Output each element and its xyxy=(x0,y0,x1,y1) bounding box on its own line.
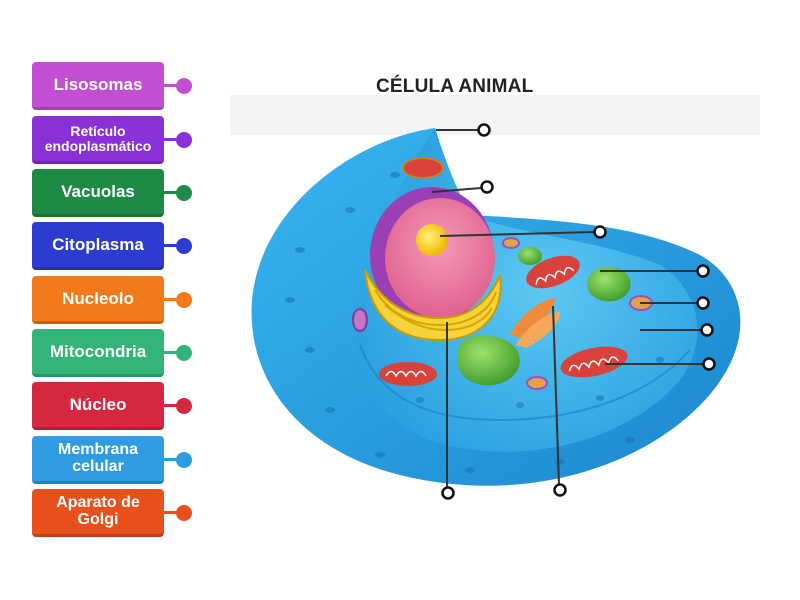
mitochondrion xyxy=(379,362,437,386)
drop-target[interactable] xyxy=(477,123,491,137)
surface-dots xyxy=(285,172,664,473)
endoplasmic-reticulum xyxy=(364,269,502,342)
drag-knob[interactable] xyxy=(176,238,192,254)
label-text: Aparato de Golgi xyxy=(56,493,140,528)
mitochondrion xyxy=(560,346,628,378)
label-text: Vacuolas xyxy=(61,181,135,201)
drop-target[interactable] xyxy=(696,296,710,310)
er-fold xyxy=(374,289,497,327)
nucleolus xyxy=(416,224,448,256)
tile-connector xyxy=(164,298,178,301)
tile-connector xyxy=(164,84,178,87)
label-text: Lisosomas xyxy=(53,74,143,94)
label-tile-nucleo[interactable]: Núcleo xyxy=(32,382,164,430)
drag-knob[interactable] xyxy=(176,78,192,94)
diagram-title: CÉLULA ANIMAL xyxy=(376,76,534,97)
golgi-apparatus xyxy=(510,298,560,348)
tile-connector xyxy=(164,404,178,407)
er-fold xyxy=(384,304,493,332)
drag-knob[interactable] xyxy=(176,132,192,148)
label-tile-mitocondria[interactable]: Mitocondria xyxy=(32,329,164,377)
drag-knob[interactable] xyxy=(176,185,192,201)
vacuole xyxy=(456,335,520,386)
drop-target[interactable] xyxy=(593,225,607,239)
mitochondrion xyxy=(402,157,444,179)
label-tile-aparato-de-golgi[interactable]: Aparato de Golgi xyxy=(32,489,164,537)
tile-connector xyxy=(164,191,178,194)
drag-knob[interactable] xyxy=(176,505,192,521)
drop-target[interactable] xyxy=(441,486,455,500)
tile-connector xyxy=(164,138,178,141)
lysosome xyxy=(502,237,520,249)
drag-knob[interactable] xyxy=(176,452,192,468)
drop-target[interactable] xyxy=(696,264,710,278)
lysosome xyxy=(352,308,368,332)
tile-connector xyxy=(164,244,178,247)
label-tile-citoplasma[interactable]: Citoplasma xyxy=(32,222,164,270)
label-tile-vacuolas[interactable]: Vacuolas xyxy=(32,169,164,217)
tile-connector xyxy=(164,511,178,514)
shelf-edge xyxy=(359,344,691,422)
label-text: Mitocondria xyxy=(49,341,147,361)
drag-knob[interactable] xyxy=(176,292,192,308)
label-tile-membrana-celular[interactable]: Membrana celular xyxy=(32,436,164,484)
lysosome xyxy=(526,376,548,390)
label-tile-reticulo-endoplasmatico[interactable]: Retículo endoplasmático xyxy=(32,116,164,164)
vacuole xyxy=(587,266,631,302)
drop-target[interactable] xyxy=(700,323,714,337)
label-tile-lisosomas[interactable]: Lisosomas xyxy=(32,62,164,110)
drop-target[interactable] xyxy=(480,180,494,194)
drop-target[interactable] xyxy=(553,483,567,497)
nucleus-interior xyxy=(385,198,495,318)
label-text: Nucleolo xyxy=(62,288,134,308)
vacuole xyxy=(518,247,542,265)
label-text: Núcleo xyxy=(69,394,127,414)
label-text: Membrana celular xyxy=(57,440,139,475)
label-text: Retículo endoplasmático xyxy=(44,122,152,154)
drag-knob[interactable] xyxy=(176,345,192,361)
tile-connector xyxy=(164,458,178,461)
leader-lines xyxy=(431,129,704,488)
faded-background-patch xyxy=(230,95,760,135)
mitochondrion xyxy=(526,255,580,289)
label-tile-nucleolo[interactable]: Nucleolo xyxy=(32,276,164,324)
tile-connector xyxy=(164,351,178,354)
drop-target[interactable] xyxy=(702,357,716,371)
label-text: Citoplasma xyxy=(52,234,144,254)
drag-knob[interactable] xyxy=(176,398,192,414)
